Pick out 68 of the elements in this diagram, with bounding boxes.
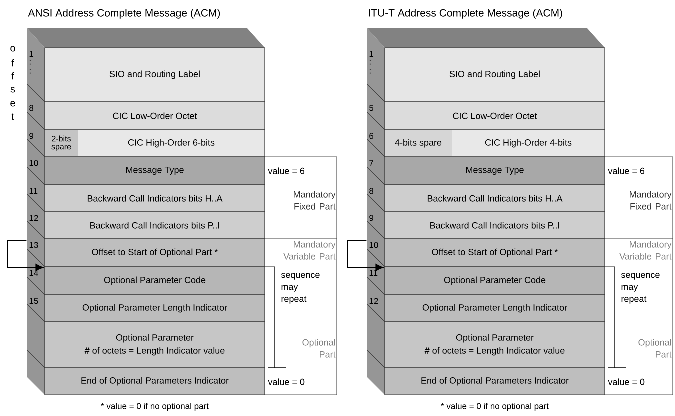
row-box: End of Optional Parameters Indicator <box>44 368 266 396</box>
offset-letter: t <box>12 114 14 120</box>
repeat-note: sequence may repeat <box>281 273 320 304</box>
arrow <box>7 240 44 272</box>
row-box: Optional Parameter Length Indicator <box>384 294 606 322</box>
row-box: Optional Parameter Code <box>384 266 606 296</box>
row-box: 4-bits spare CIC High-Order 4-bits <box>384 130 606 158</box>
row-box: CIC Low-Order Octet <box>384 102 606 130</box>
row-box: SIO and Routing Label <box>44 48 266 102</box>
offset-number: : <box>370 60 371 65</box>
offset-number: 9 <box>370 215 374 222</box>
row-box: Optional Parameter Code <box>44 266 266 296</box>
row-box: Backward Call Indicators bits P..I <box>44 212 266 240</box>
row-box: Message Type <box>384 156 606 186</box>
arrow <box>347 240 384 272</box>
value-note: value = 0 <box>608 378 645 386</box>
offset-letter: s <box>10 87 16 93</box>
offset-number: 10 <box>30 160 38 166</box>
row-box: Message Type <box>44 156 266 186</box>
offset-number: 11 <box>30 188 38 194</box>
offset-number: 1 <box>30 51 34 58</box>
offset-number: 13 <box>30 242 38 248</box>
value-note: value = 6 <box>268 168 305 174</box>
offset-letter: f <box>12 72 14 80</box>
offset-number: 8 <box>30 105 34 112</box>
row-box: Optional Parameter Length Indicator <box>44 294 266 322</box>
row-box: SIO and Routing Label <box>384 48 606 102</box>
offset-number: : <box>370 69 371 74</box>
section-label: Mandatory Variable Part <box>620 241 672 260</box>
offset-letter: o <box>10 46 16 52</box>
repeat-note: sequence may repeat <box>621 273 660 304</box>
row-box: Backward Call Indicators bits P..I <box>384 212 606 240</box>
section-label: Optional Part <box>302 339 336 358</box>
section-label: Mandatory Fixed Part <box>630 191 672 210</box>
offset-letter: f <box>12 59 14 67</box>
row-box: Offset to Start of Optional Part * <box>44 238 266 268</box>
offset-number: : <box>30 69 31 74</box>
offset-number: 8 <box>370 188 374 194</box>
offset-number: 9 <box>30 133 34 140</box>
offset-number: 5 <box>370 105 374 112</box>
row-box: Optional Parameter # of octets = Length Indicator value <box>384 322 606 368</box>
offset-number: 6 <box>370 133 374 140</box>
row-box: Backward Call Indicators bits H..A <box>384 184 606 212</box>
row-box: Offset to Start of Optional Part * <box>384 238 606 268</box>
offset-letter: e <box>10 101 16 107</box>
panel-title: ANSI Address Complete Message (ACM) <box>28 9 220 19</box>
row-box: End of Optional Parameters Indicator <box>384 368 606 396</box>
footnote: * value = 0 if no optional part <box>441 403 549 411</box>
offset-number: 7 <box>370 160 374 166</box>
value-note: value = 6 <box>608 168 645 174</box>
offset-number: 10 <box>370 242 378 248</box>
row-box: Optional Parameter # of octets = Length Indicator value <box>44 322 266 368</box>
row-box: Backward Call Indicators bits H..A <box>44 184 266 212</box>
offset-number: 12 <box>30 215 38 222</box>
value-note: value = 0 <box>268 378 305 386</box>
section-label: Mandatory Fixed Part <box>294 191 336 210</box>
offset-number: : <box>30 60 31 65</box>
footnote: * value = 0 if no optional part <box>101 403 209 411</box>
row-box: 2-bits spare CIC High-Order 6-bits <box>44 130 266 158</box>
section-label: Optional Part <box>638 339 672 358</box>
offset-number: 14 <box>30 270 38 276</box>
offset-number: 11 <box>370 270 378 276</box>
offset-number: 12 <box>370 298 378 304</box>
offset-number: 1 <box>370 51 374 58</box>
row-box: CIC Low-Order Octet <box>44 102 266 130</box>
section-label: Mandatory Variable Part <box>284 241 336 260</box>
panel-title: ITU-T Address Complete Message (ACM) <box>369 9 562 19</box>
offset-number: 15 <box>30 298 38 304</box>
